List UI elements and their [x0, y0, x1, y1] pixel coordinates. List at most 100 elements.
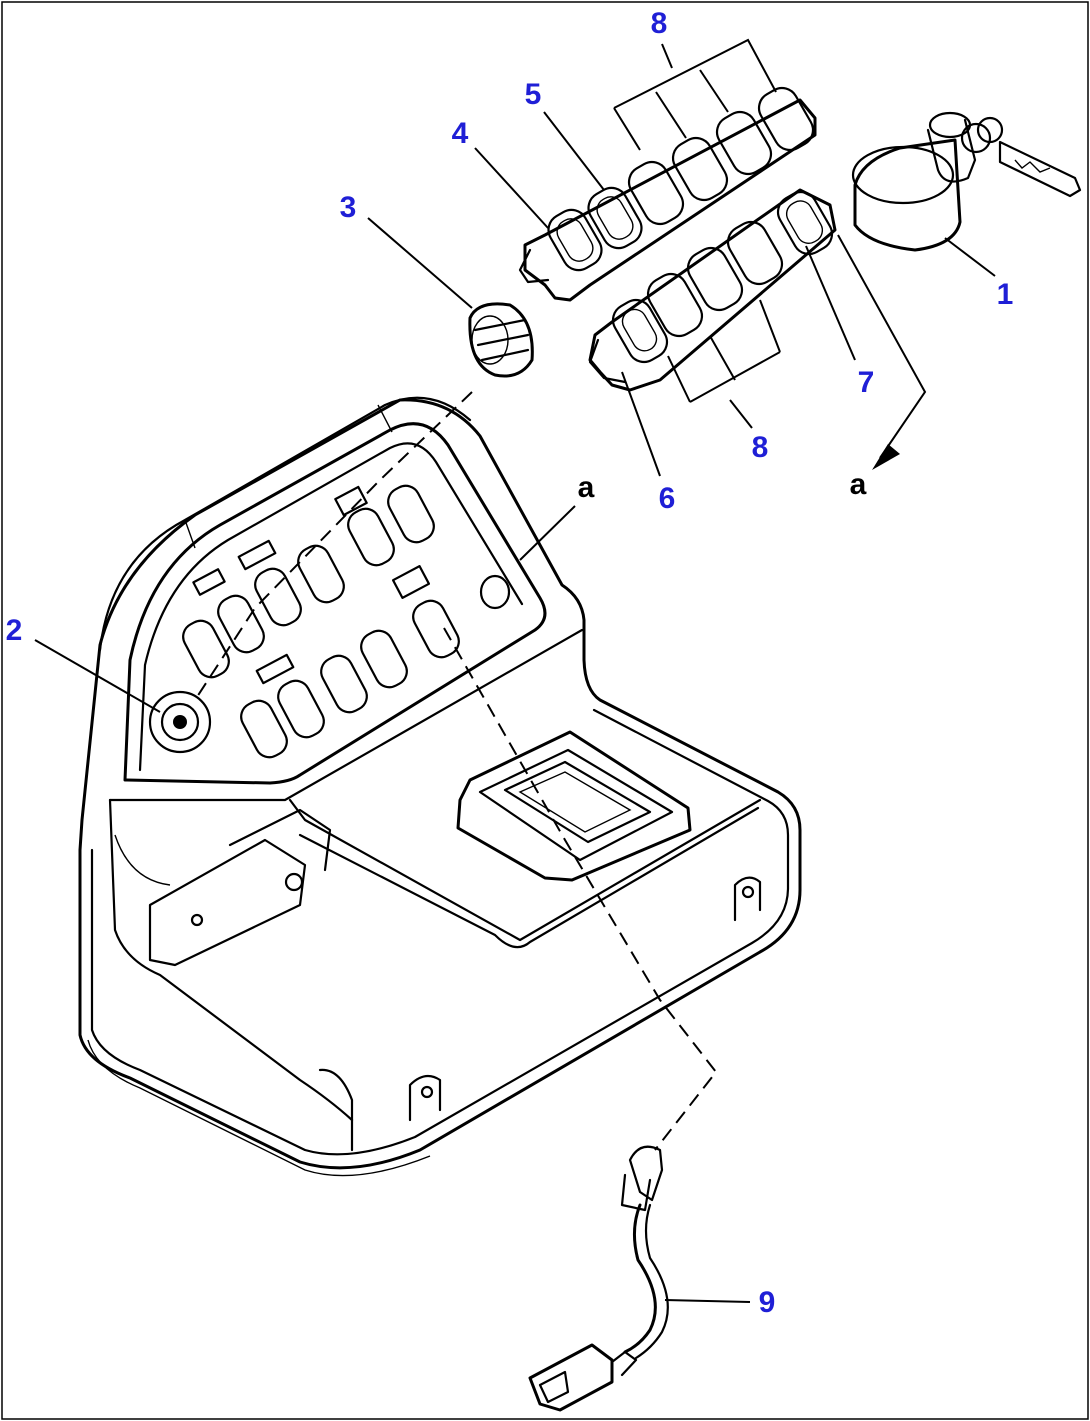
switch-6	[611, 298, 669, 364]
harness-wire-2	[634, 1203, 669, 1360]
knob-assembly-line	[194, 391, 473, 701]
socket-ring	[148, 690, 212, 754]
knob-grip	[473, 318, 530, 362]
tray-edge-2	[298, 806, 760, 949]
leader-6	[621, 371, 661, 477]
knob-face	[471, 315, 509, 365]
switch-8b	[671, 136, 729, 202]
switch-8g	[726, 220, 784, 286]
harness-wire	[623, 1203, 657, 1354]
ridge-mark	[184, 519, 196, 549]
leader-3	[367, 217, 473, 309]
callout-5: 5	[525, 78, 542, 111]
switch-8a	[627, 160, 685, 226]
reference-a-panel: a	[578, 471, 595, 504]
indicator-lamp	[192, 568, 226, 596]
leader-4	[474, 147, 549, 229]
switch-7-cap	[785, 200, 824, 244]
callout-6: 6	[659, 482, 676, 515]
boss-right-hole	[741, 885, 755, 899]
callout-9: 9	[759, 1286, 776, 1319]
round-hole	[479, 574, 511, 610]
harness-assembly-line	[443, 627, 718, 1151]
upper-switch-strip	[518, 86, 817, 302]
slot	[360, 629, 408, 689]
strip-connector	[588, 338, 627, 384]
indicator-lamp	[391, 565, 431, 599]
side-curve	[114, 834, 171, 886]
key-switch-body	[853, 138, 962, 252]
boot-opening	[503, 760, 652, 844]
key-ring	[960, 122, 992, 154]
leader-8-bottom	[667, 299, 781, 429]
leader-8-top	[613, 38, 777, 151]
lower-switch-strip	[588, 188, 837, 392]
key-head	[928, 111, 972, 139]
front-bumper	[318, 1068, 354, 1152]
harness-clip	[620, 1173, 652, 1212]
socket-inner	[160, 702, 200, 742]
a-arrowhead	[872, 444, 900, 470]
callout-labels: 1 2 3 4 5 6 7 8 8 9 a a	[6, 7, 1014, 1319]
lower-body-edge	[108, 798, 354, 1122]
leader-2	[34, 639, 161, 713]
slot	[320, 654, 368, 714]
callout-2: 2	[6, 614, 23, 647]
boot-outer	[456, 730, 692, 882]
leader-a-arrow	[837, 234, 927, 459]
callout-3: 3	[340, 191, 357, 224]
connector-boot	[610, 1350, 638, 1377]
boss-front-hole	[420, 1085, 434, 1099]
socket-center	[173, 715, 187, 729]
key-teeth	[1014, 159, 1051, 173]
key-barrel	[926, 118, 977, 183]
strip-body	[588, 188, 837, 392]
boot-inner	[518, 771, 632, 833]
leader-1	[944, 237, 996, 277]
callout-1: 1	[997, 278, 1014, 311]
switch-8f	[686, 246, 744, 312]
slot	[297, 544, 345, 604]
slot	[182, 619, 230, 679]
key-switch-assembly	[851, 111, 1082, 252]
console-lower-rim	[90, 708, 790, 1156]
switch-5	[587, 186, 643, 250]
switch-8d	[757, 86, 815, 152]
harness-lower-connector	[528, 1343, 614, 1412]
indicator-lamp	[334, 485, 368, 517]
switch-4-cap	[556, 218, 594, 262]
key-blade	[998, 140, 1082, 198]
switch-8e	[646, 272, 704, 338]
face-lower-edge	[108, 628, 584, 802]
boss-front	[408, 1074, 442, 1122]
console-outline	[78, 398, 802, 1170]
switch-face-inner	[138, 442, 524, 772]
callout-8-bottom: 8	[752, 431, 769, 464]
console-panel	[78, 396, 802, 1177]
slot	[254, 567, 302, 627]
callout-8-top: 8	[651, 7, 668, 40]
knob-body	[468, 302, 534, 378]
switch-6-cap	[621, 308, 658, 352]
wire-harness	[528, 1145, 669, 1412]
callout-7: 7	[858, 366, 875, 399]
console-base-edge	[87, 1039, 431, 1177]
slot	[412, 599, 460, 659]
tray-edge	[288, 798, 762, 942]
slot	[387, 484, 435, 544]
bracket-tab	[228, 808, 332, 872]
leader-7	[805, 245, 856, 361]
indicator-lamp	[255, 653, 295, 685]
switch-face-outline	[123, 422, 547, 785]
reference-a-arrow: a	[850, 468, 867, 501]
slot	[277, 679, 325, 739]
switch-4	[547, 208, 603, 272]
slot	[217, 594, 265, 654]
leader-lines	[34, 38, 996, 1303]
switch-slots	[182, 484, 511, 759]
rotary-knob	[468, 302, 534, 378]
slot	[347, 507, 395, 567]
